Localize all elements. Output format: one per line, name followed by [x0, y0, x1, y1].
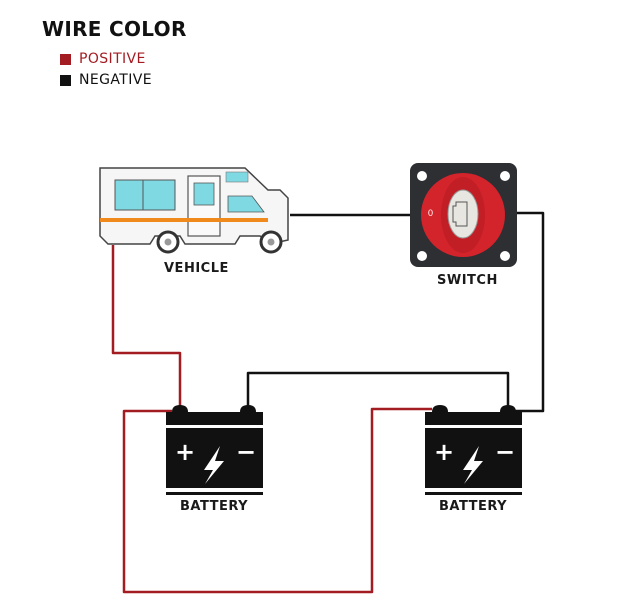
legend-negative: NEGATIVE	[60, 72, 152, 88]
wire-left-neg-to-right-neg	[246, 371, 510, 408]
wire-switch-to-right-battery-neg	[515, 211, 545, 413]
switch-dial-mark: 0	[428, 208, 433, 218]
switch-label: SWITCH	[437, 273, 498, 288]
right-battery-plus: +	[434, 438, 454, 466]
battery-switch-icon	[410, 163, 517, 267]
left-battery-icon	[166, 405, 263, 495]
wire-left-pos-to-right-pos	[122, 407, 432, 594]
positive-swatch	[60, 53, 71, 65]
right-battery-icon	[425, 405, 522, 495]
negative-swatch	[60, 74, 71, 86]
negative-wires	[246, 211, 545, 413]
left-battery-minus: −	[236, 438, 256, 466]
left-battery-plus: +	[175, 438, 195, 466]
left-battery-label: BATTERY	[180, 499, 249, 514]
right-battery-minus: −	[495, 438, 515, 466]
legend-title: WIRE COLOR	[42, 17, 187, 41]
legend-negative-label: NEGATIVE	[79, 72, 152, 88]
positive-wires	[111, 245, 432, 594]
legend-positive: POSITIVE	[60, 51, 146, 67]
vehicle-label: VEHICLE	[164, 261, 229, 276]
right-battery-label: BATTERY	[439, 499, 508, 514]
legend-positive-label: POSITIVE	[79, 51, 146, 67]
vehicle-icon	[99, 167, 289, 254]
wire-vehicle-to-left-battery-pos	[111, 245, 182, 408]
